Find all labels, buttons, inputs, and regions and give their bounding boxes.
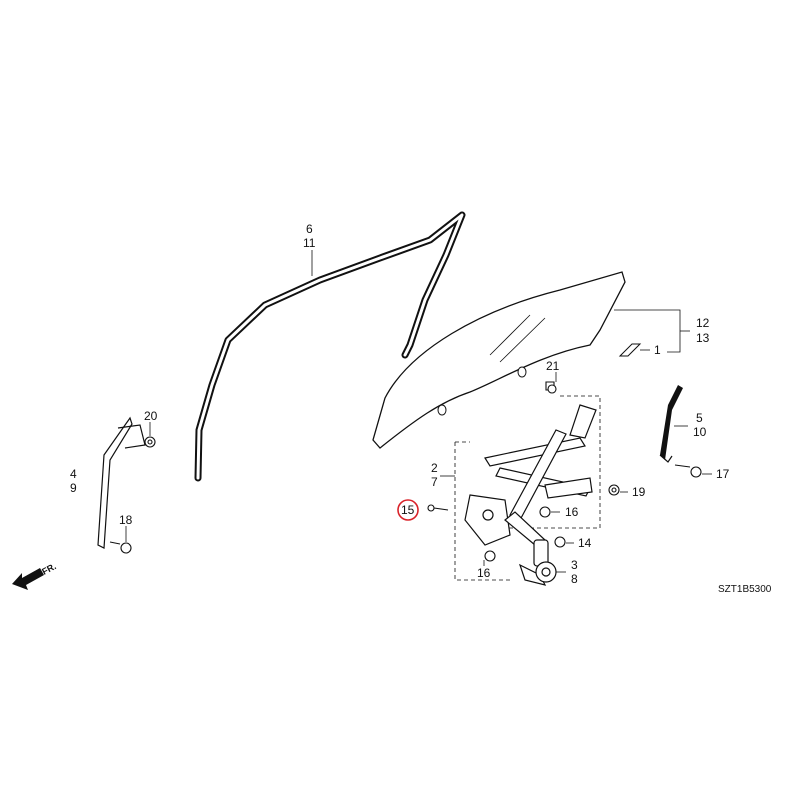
nut-20 (144, 436, 156, 448)
front-direction-arrow: FR. (12, 561, 58, 590)
front-sash (97, 416, 146, 549)
bolt-14 (554, 536, 566, 548)
label-21: 21 (546, 359, 560, 373)
label-3: 3 (571, 558, 578, 572)
leader-lines (125, 250, 712, 573)
reference-code: SZT1B5300 (718, 584, 772, 595)
regulator-motor (533, 539, 557, 583)
label-4: 4 (70, 467, 77, 481)
label-19: 19 (632, 485, 646, 499)
bolt-18 (109, 541, 132, 554)
bolt-15 (427, 504, 449, 512)
label-9: 9 (70, 481, 77, 495)
bolt-16-right (539, 506, 551, 518)
regulator-box (454, 395, 601, 581)
nut-19 (608, 484, 620, 496)
label-5: 5 (696, 411, 703, 425)
bolt-16-lower (484, 550, 496, 562)
label-1: 1 (654, 343, 661, 357)
label-8: 8 (571, 572, 578, 586)
label-14: 14 (578, 536, 592, 550)
window-regulator (464, 404, 597, 586)
door-glass (372, 271, 626, 449)
direction-label: FR. (40, 561, 57, 577)
bolt-17 (674, 464, 702, 478)
label-16-right: 16 (565, 505, 579, 519)
highlight-circle (397, 499, 419, 521)
label-20: 20 (144, 409, 158, 423)
part-labels: 6 11 12 13 1 21 20 5 10 17 4 9 18 2 7 15… (70, 222, 730, 586)
label-10: 10 (693, 425, 707, 439)
sticker-part (618, 343, 642, 357)
rear-sash (659, 385, 683, 463)
label-7: 7 (431, 475, 438, 489)
label-13: 13 (696, 331, 710, 345)
label-6: 6 (306, 222, 313, 236)
label-12: 12 (696, 316, 710, 330)
label-17: 17 (716, 467, 730, 481)
label-16-lower: 16 (477, 566, 491, 580)
label-18: 18 (119, 513, 133, 527)
glass-run-channel (194, 211, 466, 482)
label-15: 15 (401, 503, 415, 517)
label-11: 11 (303, 236, 316, 250)
bolt-21 (545, 381, 557, 394)
label-2: 2 (431, 461, 438, 475)
